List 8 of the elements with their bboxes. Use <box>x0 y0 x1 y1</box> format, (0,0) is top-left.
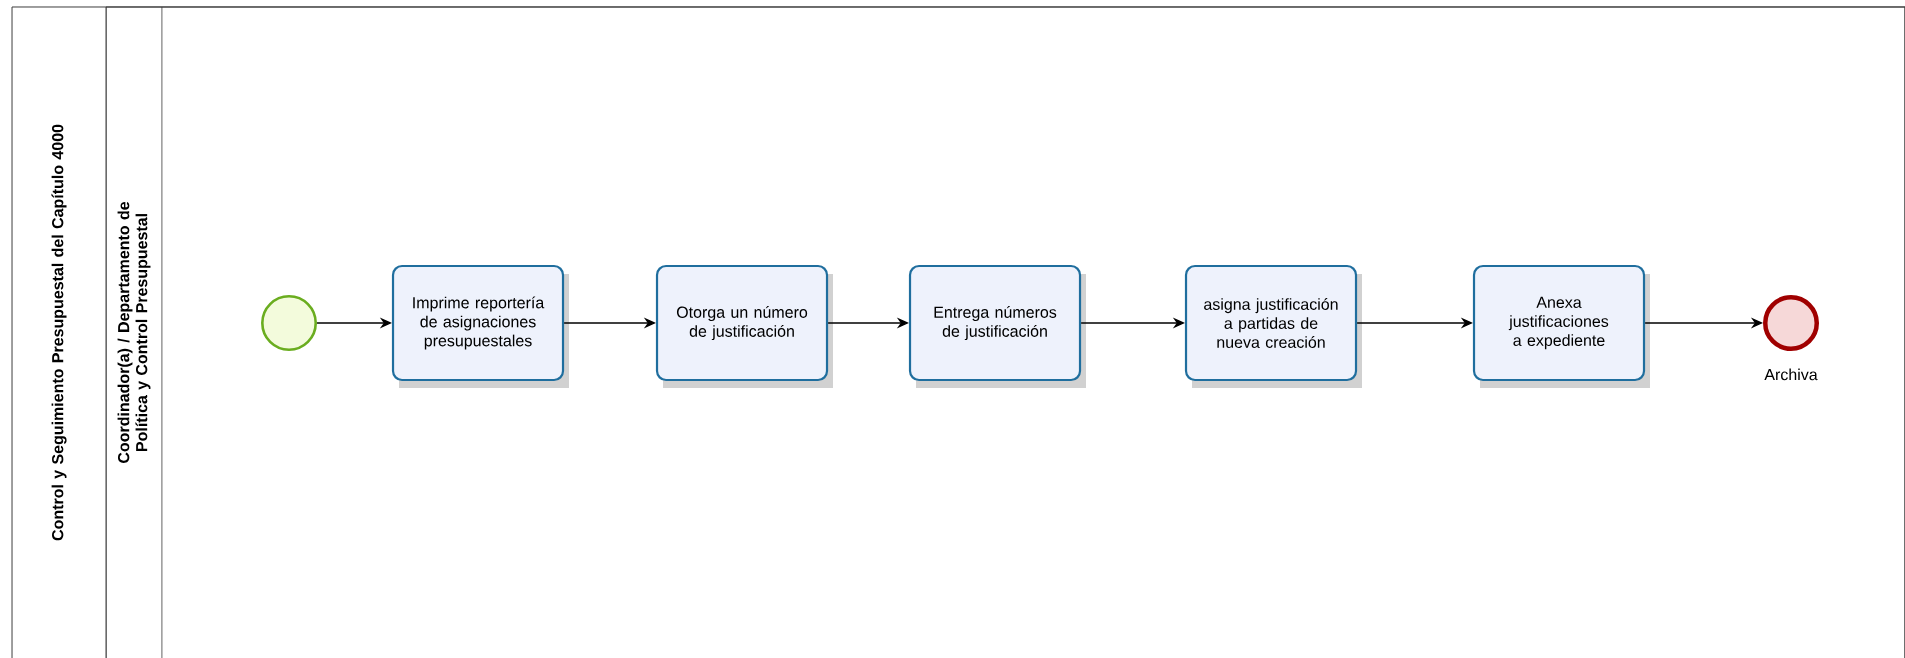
task-box: Imprime reportería de asignaciones presupuestales <box>391 264 569 388</box>
end-event-circle <box>1763 295 1819 351</box>
task-box: asigna justificación a partidas de nueva creación <box>1184 264 1362 388</box>
event-label: Archiva <box>1764 368 1818 381</box>
start-event-circle <box>261 295 318 351</box>
task-box: Otorga un número de justificación <box>655 264 833 388</box>
task-box: Entrega números de justificación <box>908 264 1086 388</box>
task-box: Anexa justificaciones a expediente <box>1472 264 1650 388</box>
